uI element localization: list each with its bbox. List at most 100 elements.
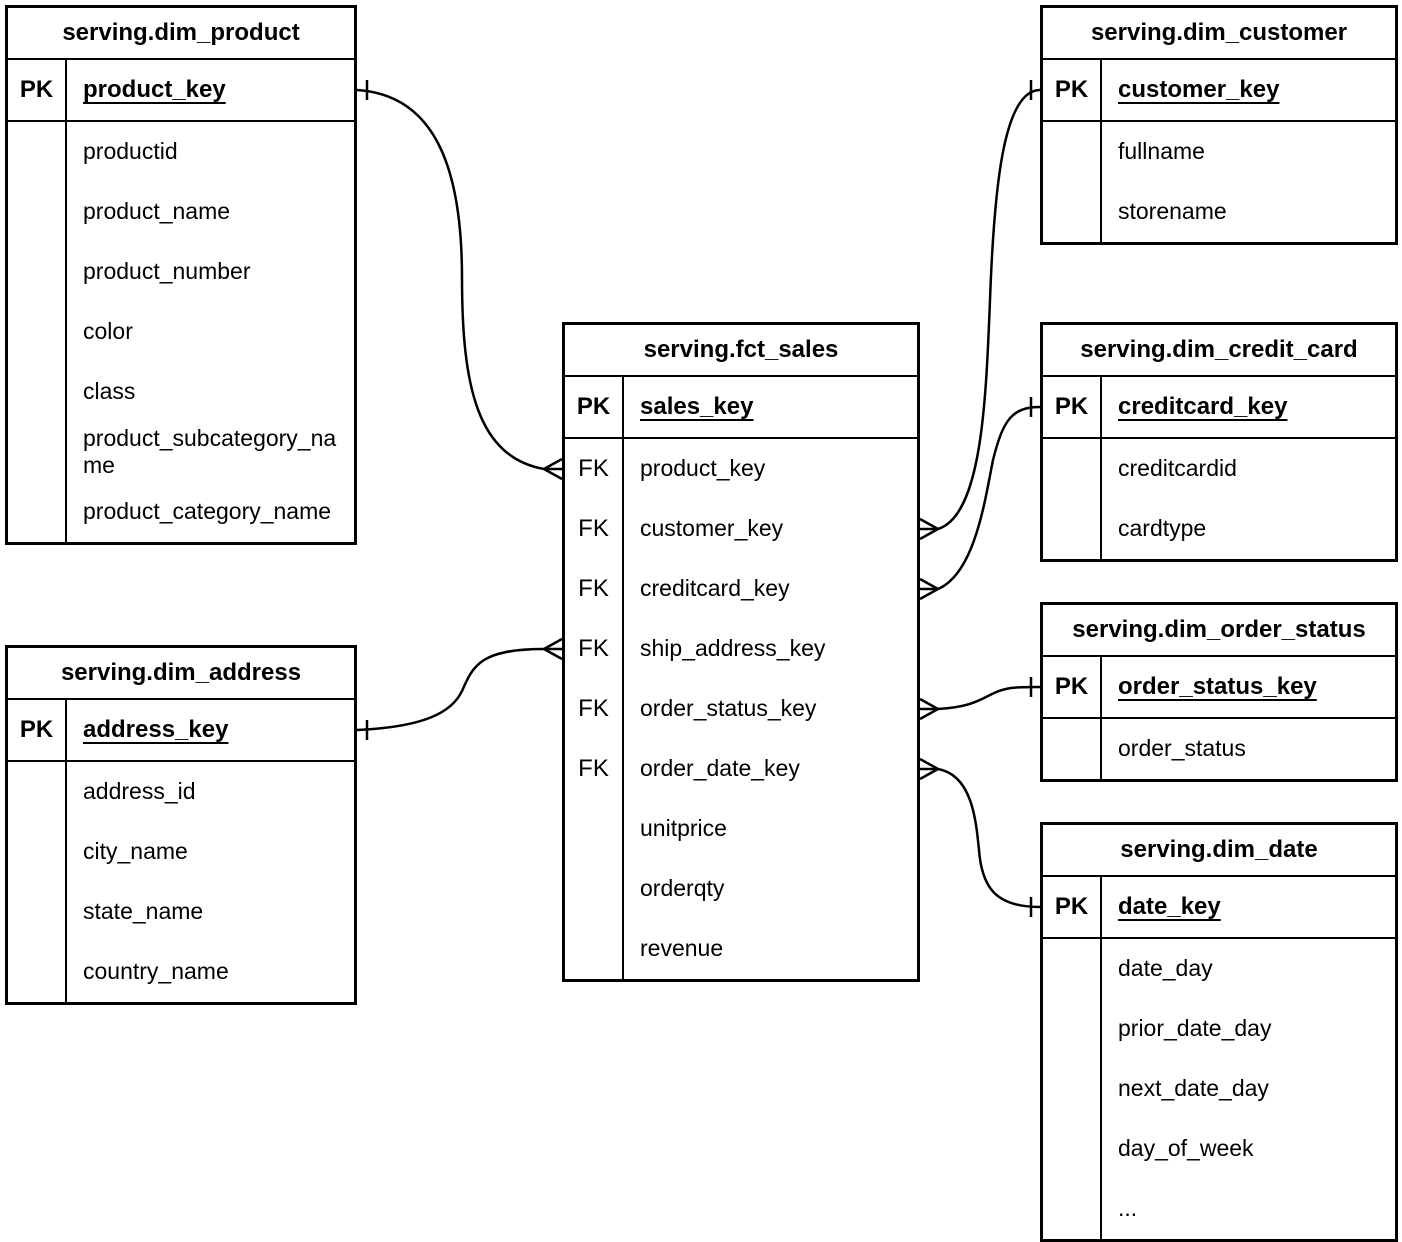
- fk-badge: FK: [565, 559, 624, 619]
- rel-fct-sales-date: [919, 757, 1041, 917]
- fk-badge: FK: [565, 739, 624, 799]
- field-row: state_name: [8, 882, 354, 942]
- field-name: state_name: [83, 898, 204, 925]
- field-row: cardtype: [1043, 499, 1395, 559]
- relationship-line: [356, 647, 545, 732]
- key-cell-empty: [1043, 1179, 1102, 1239]
- key-cell-empty: [1043, 999, 1102, 1059]
- relationship-line: [937, 767, 1041, 909]
- field-name: customer_key: [640, 515, 784, 542]
- key-cell-empty: [1043, 439, 1102, 499]
- pk-row: PK date_key: [1043, 877, 1395, 939]
- field-name: ship_address_key: [640, 635, 826, 662]
- field-name: revenue: [640, 935, 724, 962]
- field-name: day_of_week: [1118, 1135, 1254, 1162]
- field-row: product_name: [8, 182, 354, 242]
- key-cell-empty: [8, 422, 67, 482]
- field-row: fullname: [1043, 122, 1395, 182]
- entity-dim-customer: serving.dim_customer PK customer_key ful…: [1040, 5, 1398, 245]
- pk-field-name: sales_key: [640, 392, 754, 420]
- key-cell-empty: [565, 919, 624, 979]
- field-row: revenue: [565, 919, 917, 979]
- pk-field-name: date_key: [1118, 892, 1221, 920]
- field-row: orderqty: [565, 859, 917, 919]
- field-row: prior_date_day: [1043, 999, 1395, 1059]
- field-name: ...: [1118, 1195, 1138, 1222]
- fk-row: FK creditcard_key: [565, 559, 917, 619]
- fk-badge: FK: [565, 439, 624, 499]
- field-name: product_subcategory_name: [83, 424, 337, 478]
- crow-foot-many-icon: [919, 697, 939, 721]
- relationship-line: [937, 405, 1041, 591]
- field-name: storename: [1118, 198, 1227, 225]
- key-cell-empty: [1043, 1059, 1102, 1119]
- field-name: prior_date_day: [1118, 1015, 1272, 1042]
- field-name: order_status: [1118, 735, 1246, 762]
- key-cell-empty: [1043, 1119, 1102, 1179]
- key-cell-empty: [8, 882, 67, 942]
- table-title: serving.dim_credit_card: [1043, 325, 1395, 377]
- relationship-line: [937, 88, 1041, 531]
- entity-dim-product: serving.dim_product PK product_key produ…: [5, 5, 357, 545]
- table-title: serving.dim_product: [8, 8, 354, 60]
- pk-badge: PK: [1043, 377, 1102, 437]
- crow-foot-many-icon: [919, 757, 939, 781]
- field-name: product_key: [640, 455, 766, 482]
- rel-fct-sales-address: [356, 637, 563, 740]
- key-cell-empty: [8, 482, 67, 542]
- field-row: date_day: [1043, 939, 1395, 999]
- crow-foot-many-icon: [543, 457, 563, 481]
- rel-fct-sales-customer: [919, 80, 1041, 541]
- field-name: class: [83, 378, 136, 405]
- field-name: product_number: [83, 258, 251, 285]
- key-cell-empty: [8, 302, 67, 362]
- field-name: order_status_key: [640, 695, 817, 722]
- field-row: unitprice: [565, 799, 917, 859]
- key-cell-empty: [8, 942, 67, 1002]
- table-title: serving.dim_date: [1043, 825, 1395, 877]
- pk-field-name: order_status_key: [1118, 672, 1317, 700]
- field-row: product_subcategory_name: [8, 422, 354, 482]
- pk-row: PK sales_key: [565, 377, 917, 439]
- field-name: next_date_day: [1118, 1075, 1269, 1102]
- key-cell-empty: [8, 822, 67, 882]
- key-cell-empty: [565, 859, 624, 919]
- field-name: color: [83, 318, 133, 345]
- entity-dim-credit-card: serving.dim_credit_card PK creditcard_ke…: [1040, 322, 1398, 562]
- field-name: date_day: [1118, 955, 1213, 982]
- field-row: country_name: [8, 942, 354, 1002]
- pk-badge: PK: [565, 377, 624, 437]
- crow-foot-many-icon: [543, 637, 563, 661]
- field-row: productid: [8, 122, 354, 182]
- fk-row: FK order_status_key: [565, 679, 917, 739]
- fk-badge: FK: [565, 499, 624, 559]
- field-row: city_name: [8, 822, 354, 882]
- pk-badge: PK: [1043, 60, 1102, 120]
- pk-field-name: customer_key: [1118, 75, 1280, 103]
- fk-row: FK product_key: [565, 439, 917, 499]
- field-row: order_status: [1043, 719, 1395, 779]
- rel-fct-sales-order-status: [919, 677, 1041, 721]
- field-row: product_category_name: [8, 482, 354, 542]
- table-title: serving.dim_order_status: [1043, 605, 1395, 657]
- key-cell-empty: [1043, 122, 1102, 182]
- key-cell-empty: [8, 762, 67, 822]
- pk-badge: PK: [1043, 877, 1102, 937]
- entity-dim-address: serving.dim_address PK address_key addre…: [5, 645, 357, 1005]
- field-name: productid: [83, 138, 178, 165]
- key-cell-empty: [1043, 939, 1102, 999]
- pk-row: PK customer_key: [1043, 60, 1395, 122]
- field-name: city_name: [83, 838, 188, 865]
- pk-row: PK creditcard_key: [1043, 377, 1395, 439]
- table-title: serving.dim_customer: [1043, 8, 1395, 60]
- key-cell-empty: [1043, 719, 1102, 779]
- fk-badge: FK: [565, 679, 624, 739]
- field-row: day_of_week: [1043, 1119, 1395, 1179]
- key-cell-empty: [1043, 499, 1102, 559]
- field-row: storename: [1043, 182, 1395, 242]
- field-name: creditcard_key: [640, 575, 790, 602]
- key-cell-empty: [8, 362, 67, 422]
